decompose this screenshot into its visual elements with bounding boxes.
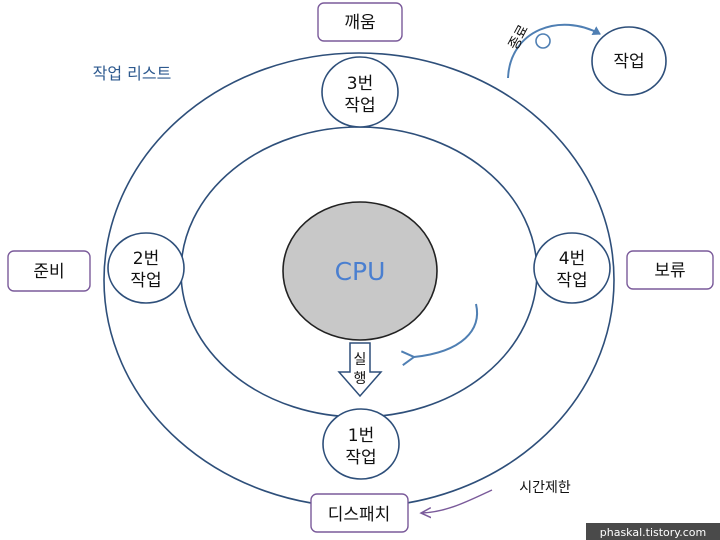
execute-arrow bbox=[337, 342, 383, 398]
job1-line2: 작업 bbox=[345, 448, 376, 468]
time-limit-arrow bbox=[422, 489, 493, 513]
cpu-label: CPU bbox=[335, 257, 386, 286]
execute-label-line1: 실 bbox=[354, 352, 367, 368]
watermark-bg bbox=[586, 523, 720, 540]
ready-box bbox=[7, 250, 91, 292]
wakeup-label: 깨움 bbox=[344, 13, 375, 33]
cpu-circle bbox=[282, 201, 438, 341]
job2-circle bbox=[107, 232, 185, 304]
job1-line1: 1번 bbox=[348, 426, 374, 446]
job3-line2: 작업 bbox=[344, 96, 375, 116]
rotation-arrow bbox=[400, 303, 478, 367]
terminated-job-circle bbox=[591, 26, 667, 96]
hold-box bbox=[626, 250, 714, 290]
ready-label: 준비 bbox=[33, 262, 64, 282]
dispatch-box bbox=[310, 493, 409, 533]
terminate-arrow bbox=[507, 23, 601, 79]
job4-line2: 작업 bbox=[556, 271, 587, 291]
job-list-label: 작업 리스트 bbox=[93, 64, 172, 83]
job3-circle bbox=[321, 56, 399, 128]
dispatch-label: 디스패치 bbox=[328, 505, 391, 525]
job3-line1: 3번 bbox=[347, 74, 373, 94]
job1-circle bbox=[322, 408, 400, 480]
terminated-job-label: 작업 bbox=[613, 52, 644, 72]
execute-label-line2: 행 bbox=[354, 371, 367, 387]
hold-label: 보류 bbox=[654, 261, 685, 281]
terminate-marker bbox=[535, 33, 551, 49]
watermark-text: phaskal.tistory.com bbox=[600, 526, 707, 539]
wakeup-box bbox=[317, 2, 403, 42]
job4-line1: 4번 bbox=[559, 249, 585, 269]
job4-circle bbox=[533, 232, 611, 304]
time-limit-label: 시간제한 bbox=[519, 480, 571, 496]
job2-line2: 작업 bbox=[130, 271, 161, 291]
job2-line1: 2번 bbox=[133, 249, 159, 269]
